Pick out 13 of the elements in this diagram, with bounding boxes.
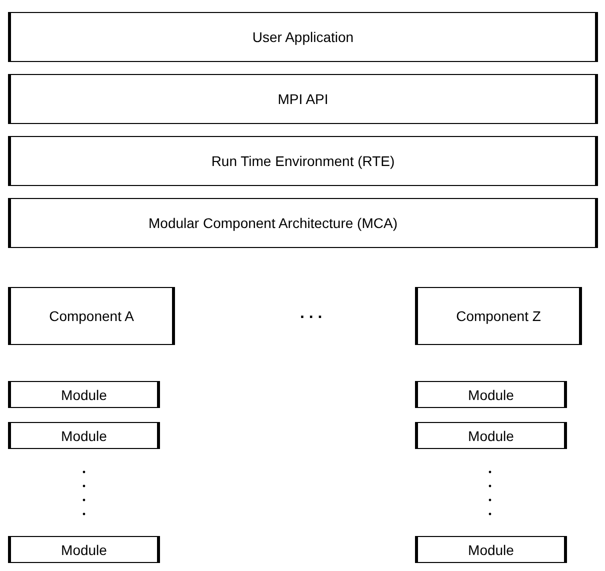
module-box: Module: [8, 381, 160, 408]
layer-box: User Application: [8, 12, 598, 62]
module-box: Module: [8, 422, 160, 449]
component-box: Component Z: [415, 287, 582, 345]
module-box: Module: [8, 536, 160, 563]
layer-box: MPI API: [8, 74, 598, 124]
module-box: Module: [415, 422, 567, 449]
layer-box: Run Time Environment (RTE): [8, 136, 598, 186]
module-box: Module: [415, 381, 567, 408]
component-box: Component A: [8, 287, 175, 345]
module-box: Module: [415, 536, 567, 563]
layer-box: Modular Component Architecture (MCA): [8, 198, 598, 248]
ellipsis-text: . . .: [300, 305, 322, 323]
